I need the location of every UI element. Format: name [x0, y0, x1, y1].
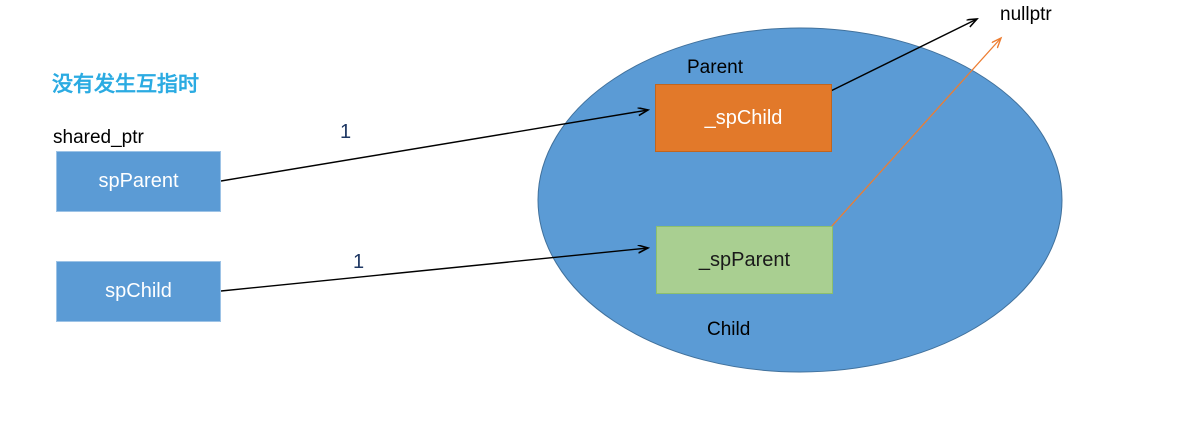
ellipse-label-child: Child — [707, 319, 751, 340]
ellipse-label-parent: Parent — [687, 57, 743, 78]
stack-box-spchild-label: spChild — [105, 280, 172, 302]
stack-box-spparent[interactable]: spParent — [56, 151, 221, 212]
member-box-spchild[interactable]: _spChild — [655, 84, 832, 152]
page-title: 没有发生互指时 — [52, 73, 199, 96]
member-box-spparent-label: _spParent — [698, 248, 791, 271]
connector-spparent-to-spchild — [220, 110, 648, 182]
ref-count-child: 1 — [353, 251, 365, 273]
shared-ptr-caption: shared_ptr — [53, 127, 144, 148]
heap-object-ellipse — [537, 27, 1063, 373]
ref-count-parent: 1 — [340, 121, 352, 143]
stack-box-spparent-label: spParent — [98, 170, 179, 192]
stack-box-spchild[interactable]: spChild — [56, 261, 221, 322]
connector-spchild-to-spparent — [220, 248, 648, 292]
member-box-spparent[interactable]: _spParent — [656, 226, 833, 294]
member-box-spchild-label: _spChild — [704, 106, 783, 129]
nullptr-label: nullptr — [1000, 4, 1052, 25]
